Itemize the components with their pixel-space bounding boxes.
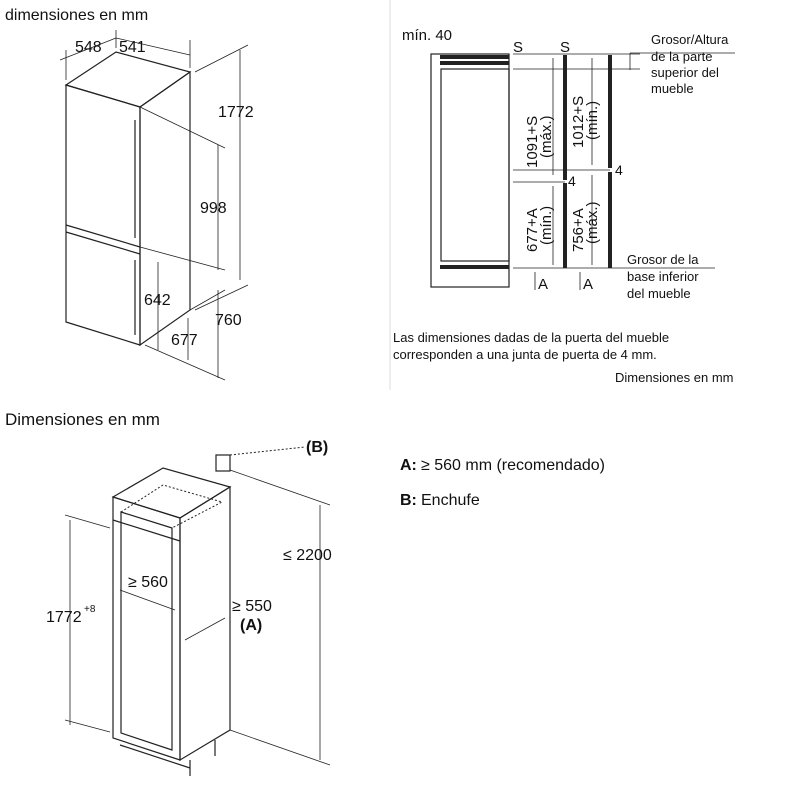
svg-text:Las dimensiones dadas de la pu: Las dimensiones dadas de la puerta del m… [393, 330, 669, 345]
dim-1012: 1012+S [570, 96, 587, 148]
dim-760: 760 [215, 312, 242, 329]
dim-height: 1772 [218, 104, 254, 121]
depth-min: ≥ 550 [232, 598, 272, 615]
b-marker: (B) [306, 439, 328, 456]
niche-side-view [430, 52, 735, 290]
dim-upper: 998 [200, 200, 227, 217]
svg-text:superior del: superior del [651, 65, 719, 80]
niche-tolerance: +8 [84, 604, 96, 615]
dim-677a: 677+A [524, 208, 541, 252]
bottom-title: Dimensiones en mm [5, 410, 160, 429]
units-label: Dimensiones en mm [615, 370, 734, 385]
min-40-label: mín. 40 [402, 27, 452, 44]
dim-lower: 642 [144, 292, 171, 309]
svg-text:Grosor de la: Grosor de la [627, 252, 699, 267]
svg-text:≥ 560 mm (recomendado): ≥ 560 mm (recomendado) [421, 457, 605, 474]
svg-text:del mueble: del mueble [627, 286, 691, 301]
cabinet-dimension-lines [64, 469, 331, 766]
dim-1091: 1091+S [524, 116, 541, 168]
dim-677a-note: (mín.) [538, 206, 555, 245]
cabinet-isometric [111, 446, 306, 776]
a-label-2: A [583, 276, 593, 293]
s-label-2: S [560, 39, 570, 56]
s-label-1: S [513, 39, 523, 56]
gap-1: 4 [568, 173, 576, 189]
svg-text:de la parte: de la parte [651, 49, 712, 64]
dim-depth: 548 [75, 39, 102, 56]
svg-text:A:: A: [400, 457, 417, 474]
dim-677: 677 [171, 332, 198, 349]
svg-text:Enchufe: Enchufe [421, 492, 480, 509]
door-note: Las dimensiones dadas de la puerta del m… [393, 330, 669, 362]
dimension-lines [59, 30, 249, 381]
bottom-thickness-label: Grosor de la base inferior del mueble [627, 252, 699, 301]
dim-756a: 756+A [570, 208, 587, 252]
dim-756a-note: (máx.) [584, 202, 601, 245]
dim-width: 541 [119, 39, 146, 56]
fridge-isometric [64, 51, 192, 347]
depth-ref: (A) [240, 617, 262, 634]
svg-text:mueble: mueble [651, 81, 694, 96]
dim-1012-note: (mín.) [584, 101, 601, 140]
svg-text:base inferior: base inferior [627, 269, 699, 284]
gap-2: 4 [615, 162, 623, 178]
top-thickness-label: Grosor/Altura de la parte superior del m… [651, 32, 729, 96]
svg-text:Grosor/Altura: Grosor/Altura [651, 32, 729, 47]
dim-1091-note: (máx.) [538, 116, 555, 159]
height-max: ≤ 2200 [283, 547, 332, 564]
legend: A: ≥ 560 mm (recomendado) B: Enchufe [400, 457, 605, 509]
top-left-title: dimensiones en mm [5, 7, 148, 24]
svg-text:corresponden a una junta de pu: corresponden a una junta de puerta de 4 … [393, 347, 657, 362]
svg-text:B:: B: [400, 492, 417, 509]
width-min: ≥ 560 [128, 574, 168, 591]
niche-height: 1772 [46, 609, 82, 626]
a-label-1: A [538, 276, 548, 293]
